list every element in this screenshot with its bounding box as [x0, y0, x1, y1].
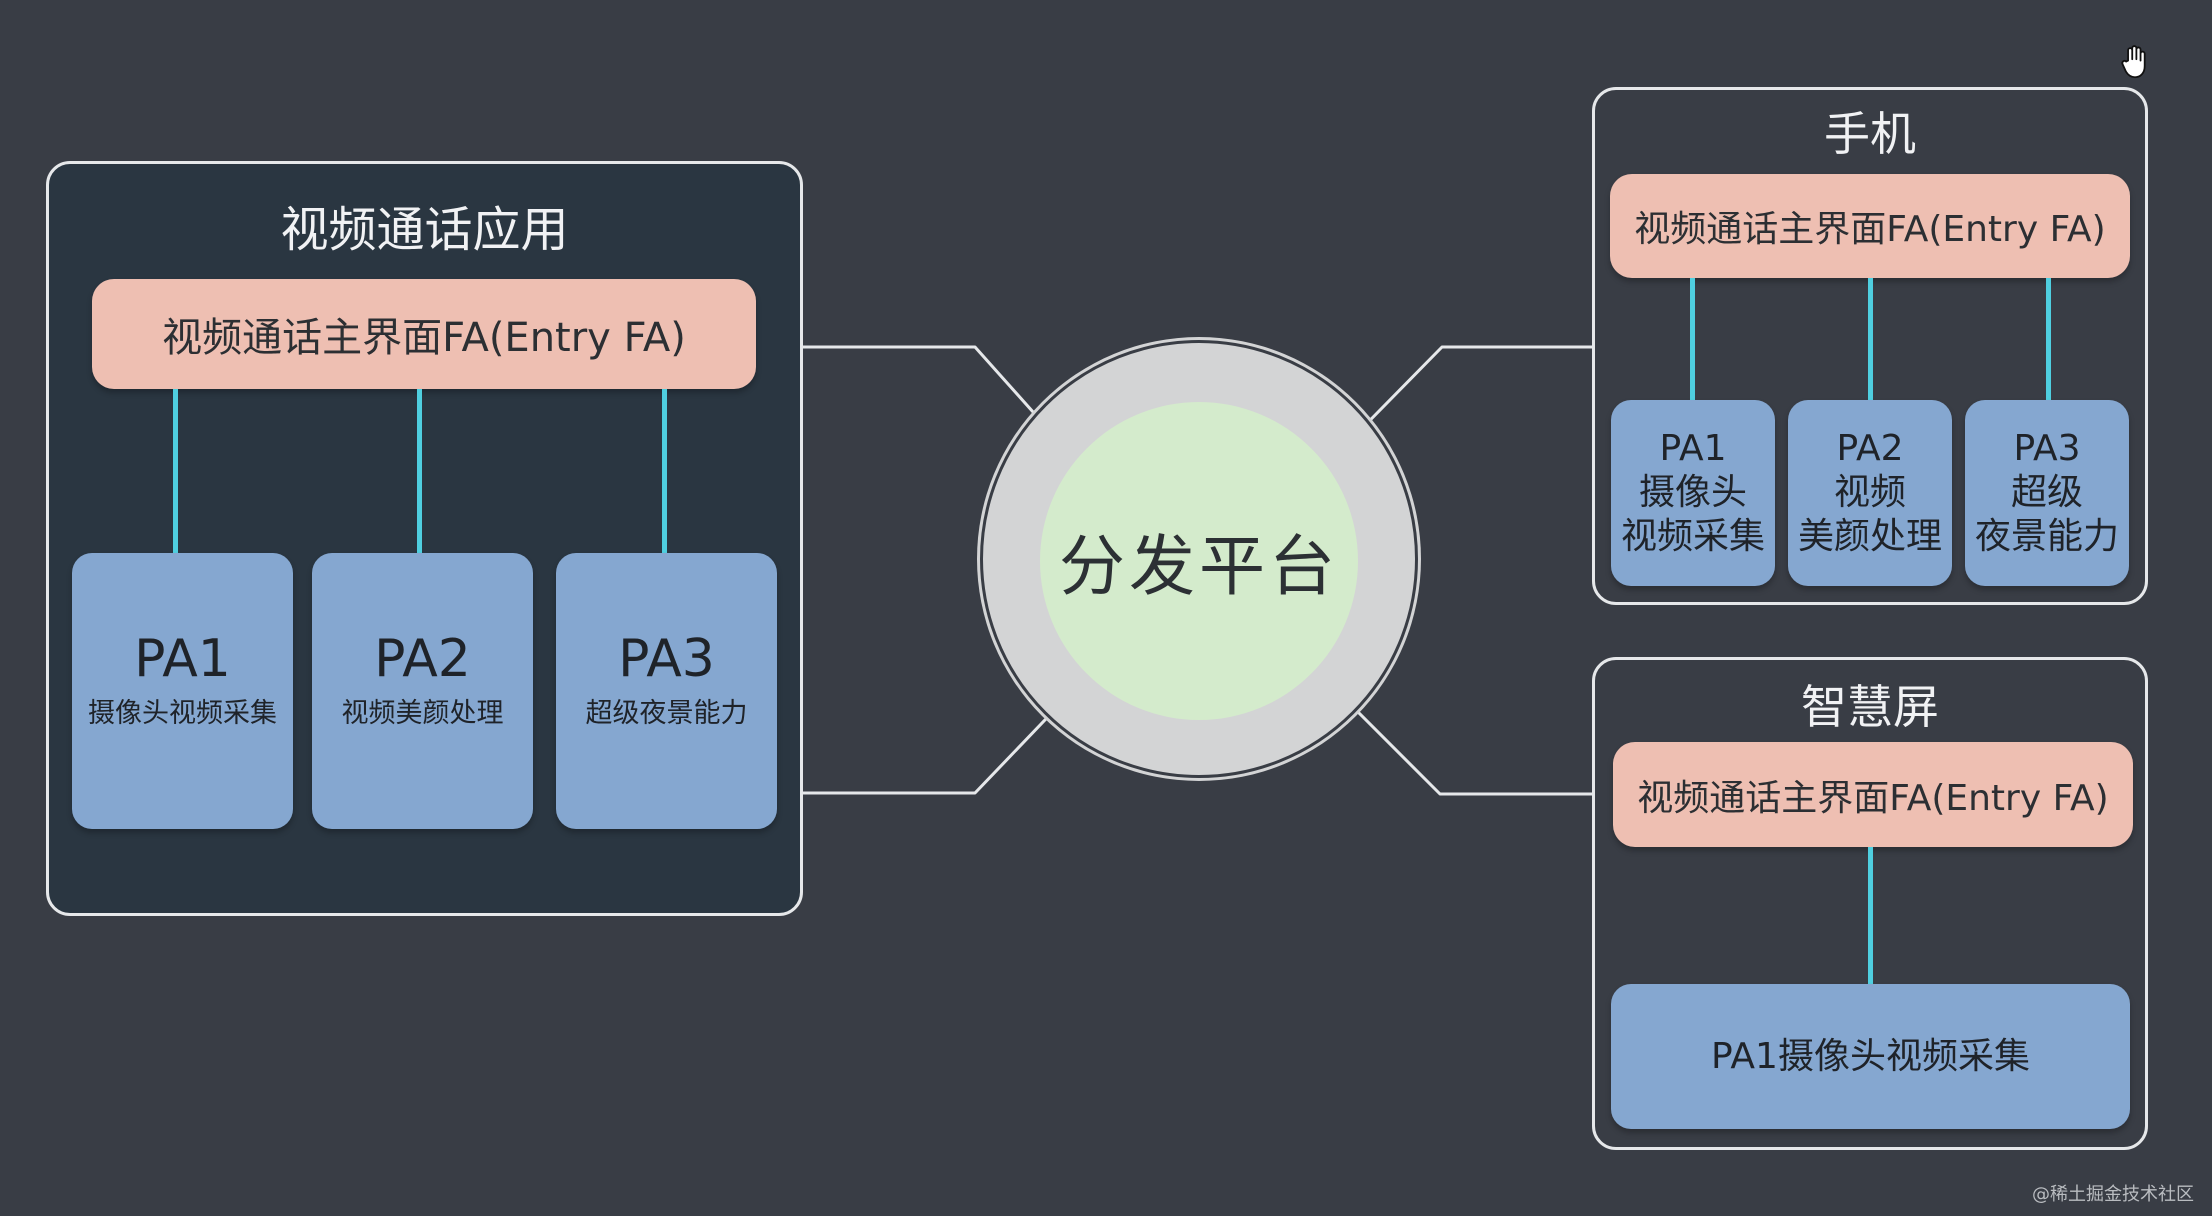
phone-pa3-box: PA3 超级 夜景能力	[1965, 400, 2129, 586]
watermark-text: @稀土掘金技术社区	[2032, 1184, 2194, 1205]
phone-pa3-name: PA3	[2013, 428, 2081, 470]
app-pa3-name: PA3	[618, 629, 715, 689]
phone-pa1-name: PA1	[1659, 428, 1727, 470]
hand-cursor-icon	[2121, 45, 2146, 79]
screen-pa1-box: PA1摄像头视频采集	[1611, 984, 2130, 1129]
phone-pa1-line1: 摄像头	[1638, 472, 1747, 514]
phone-pa2-box: PA2 视频 美颜处理	[1788, 400, 1952, 586]
phone-pa3-line1: 超级	[2010, 472, 2083, 514]
app-entry-fa: 视频通话主界面FA(Entry FA)	[92, 279, 756, 389]
app-pa3-box: PA3 超级夜景能力	[556, 553, 777, 829]
app-panel-title: 视频通话应用	[280, 202, 569, 258]
phone-pa1-line2: 视频采集	[1620, 515, 1765, 557]
screen-connector-pa1	[1868, 847, 1873, 984]
screen-panel-title: 智慧屏	[1801, 680, 1939, 734]
app-pa2-name: PA2	[374, 629, 471, 689]
phone-connector-pa3	[2046, 278, 2051, 400]
app-pa2-box: PA2 视频美颜处理	[312, 553, 533, 829]
app-connector-pa2	[417, 389, 422, 553]
phone-pa2-line2: 美颜处理	[1797, 515, 1942, 557]
phone-connector-pa1	[1690, 278, 1695, 400]
app-pa3-desc: 超级夜景能力	[585, 698, 748, 730]
app-connector-pa3	[662, 389, 667, 553]
app-pa1-name: PA1	[134, 629, 231, 689]
app-pa1-box: PA1 摄像头视频采集	[72, 553, 293, 829]
phone-connector-pa2	[1868, 278, 1873, 400]
phone-pa2-line1: 视频	[1833, 472, 1906, 514]
distribution-platform-label: 分发平台	[1040, 402, 1358, 720]
phone-pa2-name: PA2	[1836, 428, 1904, 470]
app-connector-pa1	[173, 389, 178, 553]
app-pa1-desc: 摄像头视频采集	[88, 698, 277, 730]
phone-pa1-box: PA1 摄像头 视频采集	[1611, 400, 1775, 586]
wire-screen	[1314, 668, 1592, 796]
phone-entry-fa: 视频通话主界面FA(Entry FA)	[1610, 174, 2130, 278]
screen-entry-fa: 视频通话主界面FA(Entry FA)	[1613, 742, 2133, 847]
app-pa2-desc: 视频美颜处理	[341, 698, 504, 730]
phone-panel-title: 手机	[1824, 107, 1916, 161]
phone-pa3-line2: 夜景能力	[1974, 515, 2119, 557]
